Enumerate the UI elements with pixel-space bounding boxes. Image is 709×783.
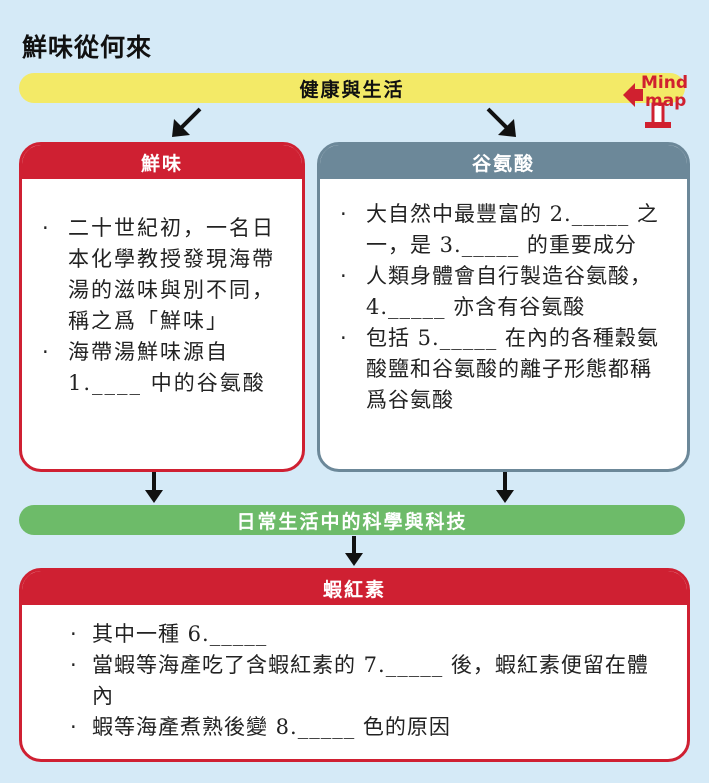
list-item: ·當蝦等海產吃了含蝦紅素的 7._____ 後，蝦紅素便留在體內 (22, 650, 687, 712)
arrow-down-icon (494, 472, 516, 504)
bullet-icon: · (340, 326, 348, 350)
bullet-icon: · (70, 653, 78, 677)
mind-label: Mind (641, 73, 688, 93)
panel-umami: 鮮味 ·二十世紀初，一名日本化學教授發現海帶湯的滋味與別不同，稱之爲「鮮味」 ·… (19, 142, 305, 472)
topic-bar-health-and-living: 健康與生活 (19, 73, 685, 103)
list-item: ·大自然中最豐富的 2._____ 之一，是 3._____ 的重要成分 (320, 199, 687, 261)
mind-map-signpost-icon: Mind map (623, 73, 688, 128)
bullet-icon: · (70, 715, 78, 739)
arrow-down-left-icon (170, 105, 204, 139)
topic-bar-label: 日常生活中的科學與科技 (236, 510, 468, 533)
bullet-icon: · (340, 264, 348, 288)
list-item: ·人類身體會自行製造谷氨酸，4._____ 亦含有谷氨酸 (320, 261, 687, 323)
bullet-icon: · (340, 202, 348, 226)
bullet-icon: · (42, 216, 51, 240)
topic-bar-label: 健康與生活 (299, 78, 405, 101)
mind-map-badge: Mind map (617, 68, 695, 130)
arrow-down-right-icon (484, 105, 518, 139)
panel-astaxanthin-list: ·其中一種 6._____ ·當蝦等海產吃了含蝦紅素的 7._____ 後，蝦紅… (22, 619, 687, 743)
list-item: ·蝦等海產煮熟後變 8._____ 色的原因 (22, 712, 687, 743)
map-label: map (645, 91, 686, 111)
list-item: ·二十世紀初，一名日本化學教授發現海帶湯的滋味與別不同，稱之爲「鮮味」 (22, 213, 302, 337)
arrow-down-icon (143, 472, 165, 504)
panel-astaxanthin-header: 蝦紅素 (22, 571, 687, 605)
panel-glutamate: 谷氨酸 ·大自然中最豐富的 2._____ 之一，是 3._____ 的重要成分… (317, 142, 690, 472)
arrow-down-icon (343, 536, 365, 568)
panel-glutamate-header: 谷氨酸 (320, 145, 687, 179)
bullet-icon: · (42, 340, 51, 364)
panel-umami-header: 鮮味 (22, 145, 302, 179)
list-item: ·海帶湯鮮味源自 1.____ 中的谷氨酸 (22, 337, 302, 399)
bullet-icon: · (70, 622, 78, 646)
panel-glutamate-list: ·大自然中最豐富的 2._____ 之一，是 3._____ 的重要成分 ·人類… (320, 199, 687, 416)
panel-astaxanthin: 蝦紅素 ·其中一種 6._____ ·當蝦等海產吃了含蝦紅素的 7._____ … (19, 568, 690, 762)
page-title: 鮮味從何來 (22, 33, 153, 62)
list-item: ·其中一種 6._____ (22, 619, 687, 650)
list-item: ·包括 5._____ 在內的各種穀氨酸鹽和谷氨酸的離子形態都稱爲谷氨酸 (320, 323, 687, 416)
topic-bar-science-and-technology: 日常生活中的科學與科技 (19, 505, 685, 535)
panel-umami-list: ·二十世紀初，一名日本化學教授發現海帶湯的滋味與別不同，稱之爲「鮮味」 ·海帶湯… (22, 213, 302, 399)
